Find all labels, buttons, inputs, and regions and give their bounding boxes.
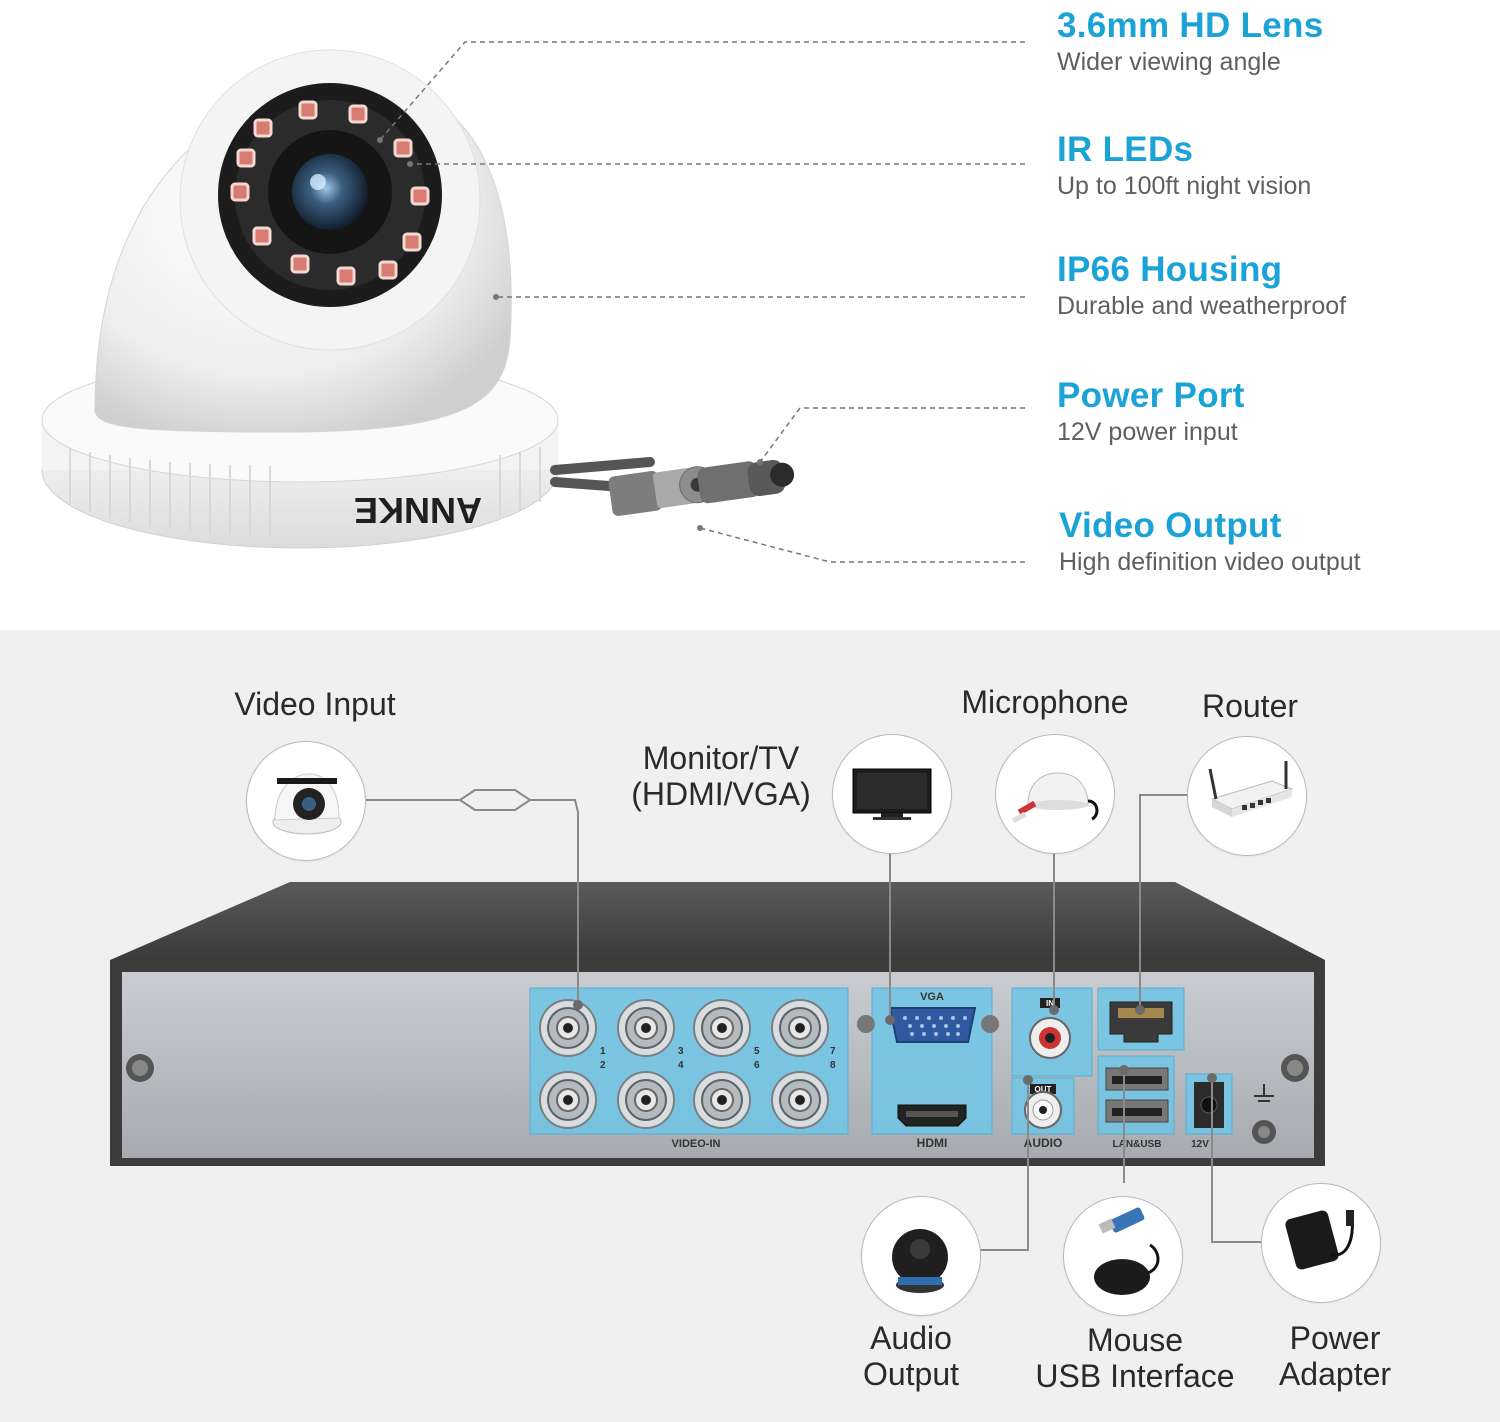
power-adapter-icon: [1285, 1210, 1354, 1270]
microphone-icon: [1011, 772, 1099, 824]
svg-text:5: 5: [754, 1046, 760, 1057]
monitor-tv-label: Monitor/TV (HDMI/VGA): [631, 740, 811, 812]
bnc-port-1: [539, 999, 597, 1057]
bnc-video-ports: [539, 999, 829, 1129]
monitor-tv-circle: [832, 734, 952, 854]
feature-title: 3.6mm HD Lens: [1057, 6, 1324, 45]
feature-description: 12V power input: [1057, 418, 1238, 446]
mouse-icon: [1094, 1207, 1160, 1295]
svg-text:IN: IN: [1046, 999, 1054, 1008]
ground-symbol: [1254, 1084, 1274, 1102]
hdmi-port: [897, 1104, 967, 1127]
power-jack: [1194, 1082, 1224, 1128]
bnc-port-7: [693, 1071, 751, 1129]
feature-description: Wider viewing angle: [1057, 48, 1281, 76]
audio-in-port: IN: [1029, 998, 1071, 1059]
svg-text:3: 3: [678, 1046, 684, 1057]
monitor-icon: [852, 768, 932, 820]
mouse-usb-circle: [1063, 1196, 1183, 1316]
camera-feature-section: ANNKE 3.6m: [0, 0, 1500, 630]
audio-output-circle: [861, 1196, 981, 1316]
svg-text:OUT: OUT: [1035, 1085, 1052, 1094]
svg-text:4: 4: [678, 1060, 684, 1071]
feature-description: Durable and weatherproof: [1057, 292, 1347, 320]
feature-video-output: Video Output High definition video outpu…: [1059, 506, 1479, 578]
dome-camera-illustration: ANNKE: [41, 41, 1025, 563]
router-circle: [1187, 736, 1307, 856]
connection-dots: [573, 1000, 1217, 1085]
microphone-circle: [995, 734, 1115, 854]
bnc-port-4: [771, 999, 829, 1057]
vga-label: VGA: [920, 991, 944, 1003]
dvr-connection-section: 1 2 3 4 5 6 7 8 VIDEO-IN VGA HDMI: [0, 630, 1500, 1422]
feature-housing: IP66 Housing Durable and weatherproof: [1057, 250, 1477, 322]
feature-title: Video Output: [1059, 506, 1282, 545]
router-icon: [1208, 761, 1294, 817]
router-label: Router: [1201, 688, 1299, 724]
feature-lens: 3.6mm HD Lens Wider viewing angle: [1057, 6, 1477, 78]
feature-title: IP66 Housing: [1057, 250, 1283, 289]
svg-text:8: 8: [830, 1060, 836, 1071]
chassis-screws: [126, 1054, 1309, 1144]
video-input-camera-circle: [246, 741, 366, 861]
power-adapter-circle: [1261, 1183, 1381, 1303]
feature-description: High definition video output: [1059, 548, 1361, 576]
camera-brand-logo: ANNKE: [354, 490, 482, 531]
bnc-port-5: [539, 1071, 597, 1129]
audio-label: AUDIO: [1024, 1136, 1063, 1150]
microphone-label: Microphone: [961, 684, 1129, 720]
power-label: 12V: [1191, 1139, 1209, 1150]
feature-title: Power Port: [1057, 376, 1245, 415]
lan-usb-label: LAN&USB: [1113, 1139, 1162, 1150]
bnc-port-6: [617, 1071, 675, 1129]
speaker-icon: [892, 1229, 948, 1293]
bnc-port-3: [693, 999, 751, 1057]
feature-title: IR LEDs: [1057, 130, 1194, 169]
vga-port: [857, 1007, 999, 1043]
dome-camera-icon: [272, 773, 342, 835]
connection-lines: [365, 789, 1262, 1251]
dvr-back-panel-diagram: 1 2 3 4 5 6 7 8 VIDEO-IN VGA HDMI: [110, 789, 1325, 1251]
power-adapter-label: Power Adapter: [1278, 1320, 1392, 1392]
bnc-port-2: [617, 999, 675, 1057]
svg-text:1: 1: [600, 1046, 606, 1057]
hdmi-label: HDMI: [917, 1136, 948, 1150]
video-input-label: Video Input: [234, 686, 396, 722]
channel-numbers: 1 2 3 4 5 6 7 8: [600, 1046, 836, 1071]
mouse-usb-label: Mouse USB Interface: [1035, 1322, 1235, 1394]
audio-output-label: Audio Output: [862, 1320, 960, 1392]
feature-ir-leds: IR LEDs Up to 100ft night vision: [1057, 130, 1477, 202]
audio-out-port: OUT: [1024, 1084, 1062, 1129]
feature-description: Up to 100ft night vision: [1057, 172, 1312, 200]
bnc-port-8: [771, 1071, 829, 1129]
dvr-top-cover: [110, 882, 1325, 960]
svg-text:7: 7: [830, 1046, 836, 1057]
svg-text:6: 6: [754, 1060, 760, 1071]
feature-power-port: Power Port 12V power input: [1057, 376, 1477, 448]
svg-text:2: 2: [600, 1060, 606, 1071]
video-in-label: VIDEO-IN: [672, 1138, 721, 1150]
